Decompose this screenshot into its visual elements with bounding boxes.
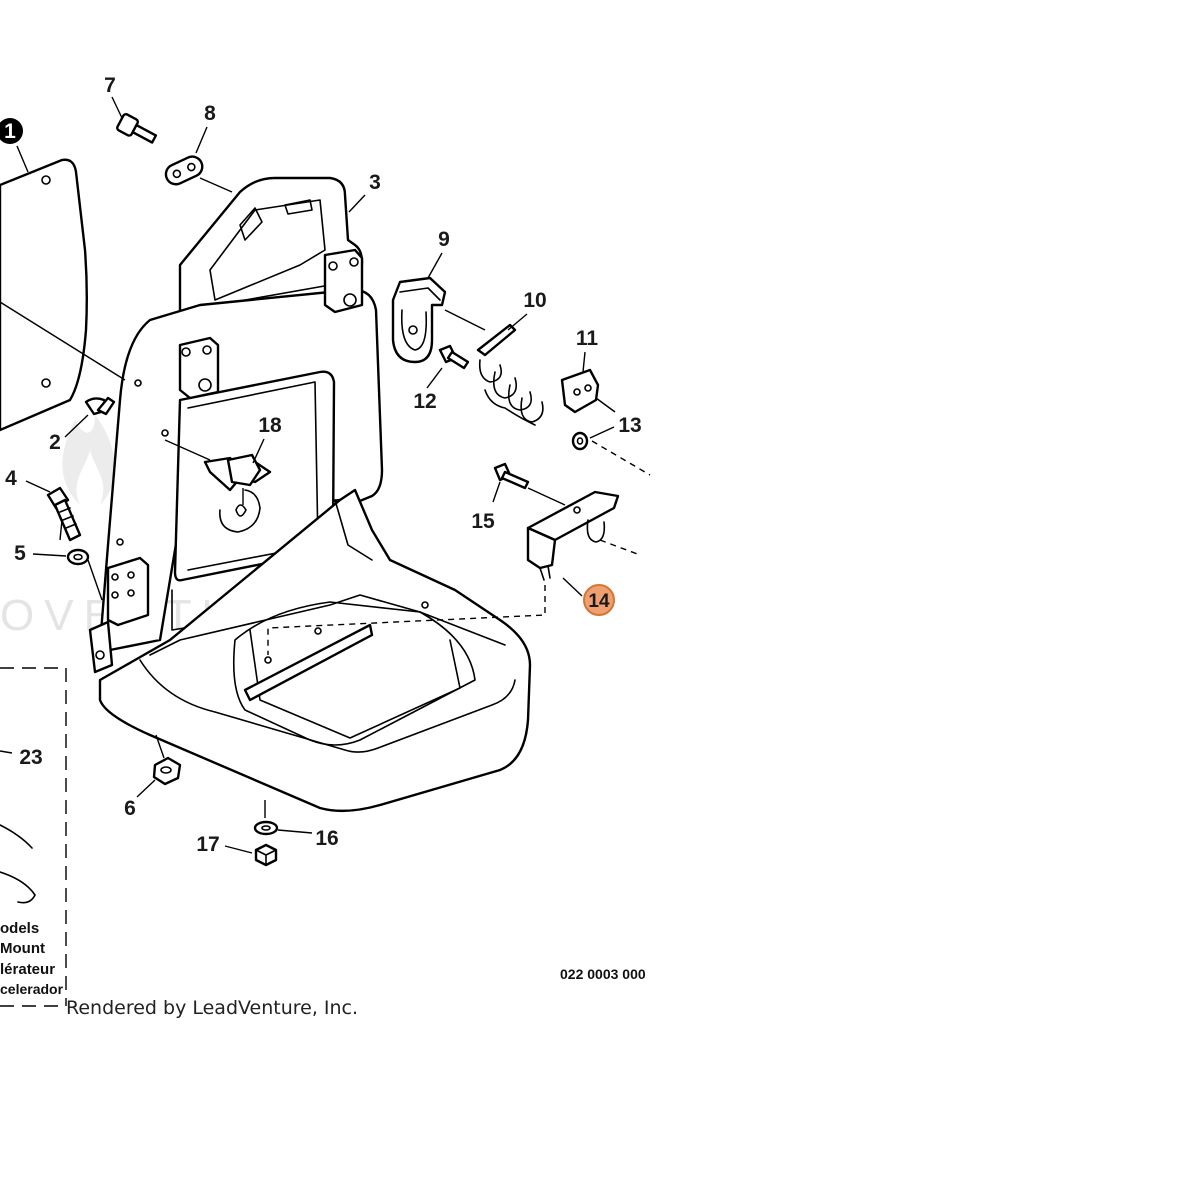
callout-8[interactable]: 8 xyxy=(204,102,216,125)
callout-1-badge xyxy=(0,118,23,144)
part-11-clip xyxy=(560,368,600,414)
render-credit: Rendered by LeadVenture, Inc. xyxy=(66,997,358,1019)
part-16-washer xyxy=(253,820,279,836)
callout-18[interactable]: 18 xyxy=(258,414,282,437)
kit-box: odels Mount lérateur celerador xyxy=(0,667,67,1007)
callout-13[interactable]: 13 xyxy=(618,414,641,437)
callout-11[interactable]: 11 xyxy=(576,327,599,350)
part-15-screw xyxy=(493,462,530,490)
callout-16[interactable]: 16 xyxy=(315,827,338,850)
callout-14-highlight xyxy=(583,584,615,616)
legend-line-4: celerador xyxy=(0,981,64,997)
callout-14[interactable]: 14 xyxy=(588,591,610,612)
part-9-bracket xyxy=(391,276,447,364)
part-17-nut xyxy=(254,843,278,867)
callout-7[interactable]: 7 xyxy=(104,74,116,97)
callout-12[interactable]: 12 xyxy=(413,390,436,413)
part-2-pin xyxy=(84,396,116,416)
diagram-code: 022 0003 000 xyxy=(560,966,646,982)
callout-labels: 1 7 8 3 9 10 11 12 13 18 2 4 15 5 14 23 … xyxy=(0,74,642,856)
part-8-plate xyxy=(164,155,204,186)
callout-10[interactable]: 10 xyxy=(523,289,546,312)
part-14-bumper xyxy=(526,490,620,581)
part-4-bolt xyxy=(46,486,82,542)
part-18-clip xyxy=(203,453,272,533)
callout-leaders xyxy=(0,96,615,798)
part-12-screw xyxy=(438,344,470,370)
part-13-washer xyxy=(571,431,589,451)
callout-2[interactable]: 2 xyxy=(49,431,61,454)
callout-4[interactable]: 4 xyxy=(5,467,17,490)
legend-line-2: Mount xyxy=(0,940,45,957)
callout-3[interactable]: 3 xyxy=(369,171,381,194)
callout-5[interactable]: 5 xyxy=(14,542,26,565)
callout-1[interactable]: 1 xyxy=(4,120,16,143)
part-1-panel xyxy=(0,158,88,432)
callout-23[interactable]: 23 xyxy=(19,746,42,769)
callout-15[interactable]: 15 xyxy=(471,510,495,533)
part-7-screw xyxy=(116,113,158,144)
callout-6[interactable]: 6 xyxy=(124,797,136,820)
part-3-frame xyxy=(88,176,532,813)
legend-line-1: odels xyxy=(0,920,39,937)
assembly-lines xyxy=(0,177,651,854)
legend-line-3: lérateur xyxy=(0,961,55,978)
part-10-spring xyxy=(476,323,544,426)
callout-17[interactable]: 17 xyxy=(196,833,219,856)
callout-9[interactable]: 9 xyxy=(438,228,450,251)
part-5-washer xyxy=(66,548,90,566)
part-6-nut xyxy=(152,756,182,786)
